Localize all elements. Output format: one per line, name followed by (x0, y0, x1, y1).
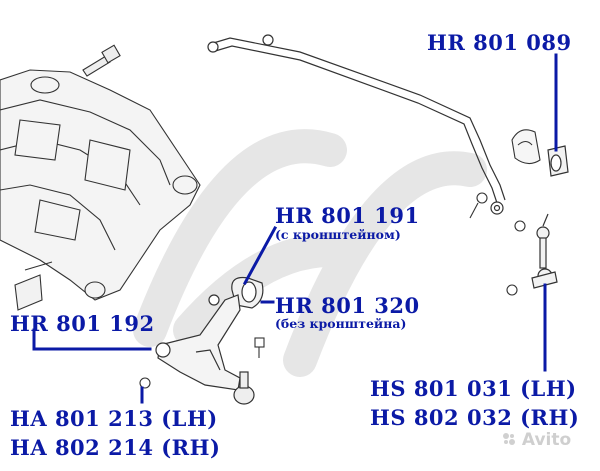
bolt (82, 44, 121, 77)
label-hr801192: HR 801 192 (10, 311, 155, 336)
subframe (0, 69, 201, 301)
label-hs801031: HS 801 031 (LH) (370, 376, 577, 401)
label-hr801320-note: (без кронштейна) (275, 316, 407, 331)
bushing-hr801089 (547, 145, 569, 177)
fastener (469, 192, 526, 296)
label-hs802032: HS 802 032 (RH) (370, 405, 580, 430)
label-ha802214: HA 802 214 (RH) (10, 435, 221, 460)
label-hr801191: HR 801 191 (275, 203, 420, 228)
label-hr801191-note: (с кронштейном) (275, 227, 401, 242)
brand-watermark (133, 129, 487, 377)
leader-lines (32, 53, 558, 404)
label-ha801213: HA 801 213 (LH) (10, 406, 218, 431)
label-hr801320: HR 801 320 (275, 293, 420, 318)
avito-logo-icon (502, 431, 516, 445)
label-hr801089: HR 801 089 (427, 30, 572, 55)
lower-control-arm (155, 294, 241, 391)
avito-watermark: Avito (502, 430, 571, 450)
ball-joint (233, 371, 255, 405)
bushing-clamp (511, 129, 541, 165)
strut-bushing (231, 276, 264, 309)
stabilizer-link (531, 213, 558, 289)
stabilizer-bar (207, 34, 506, 215)
bracket (14, 261, 53, 311)
watermark-text: Avito (521, 430, 572, 450)
bolt (139, 337, 265, 389)
